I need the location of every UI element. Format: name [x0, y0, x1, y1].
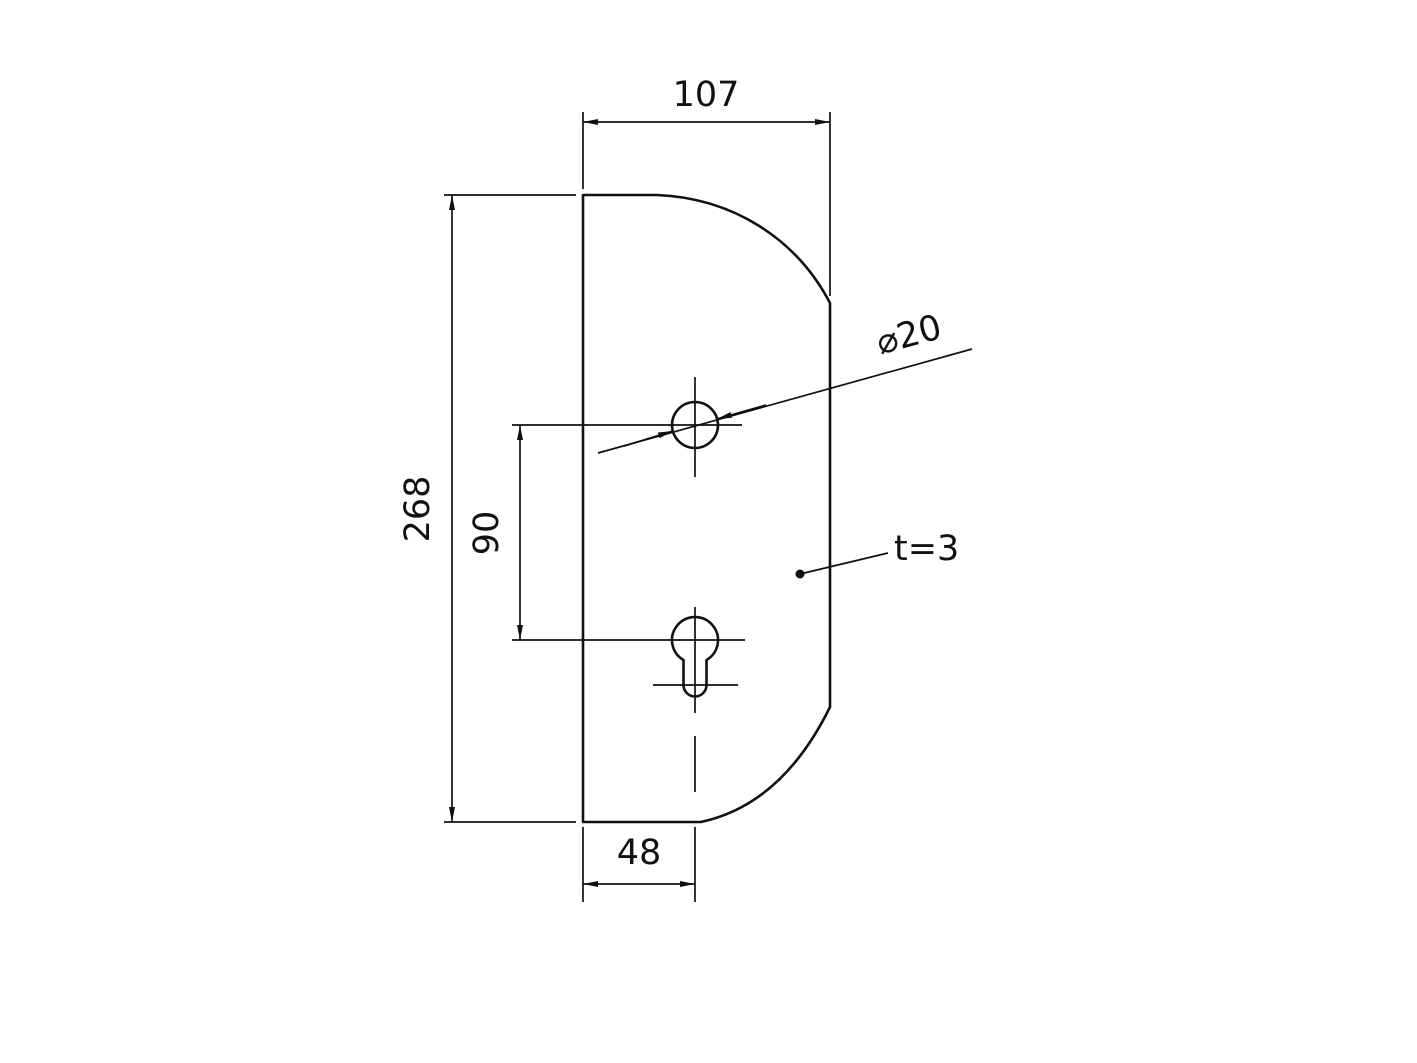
dimension-90: 90 [467, 425, 523, 640]
diameter-callout: ⌀20 [597, 308, 973, 454]
dim-label-thickness: t=3 [894, 529, 959, 569]
dimension-107: 107 [583, 75, 830, 125]
extension-lines [444, 112, 831, 902]
thickness-leader-line [799, 552, 889, 575]
plate-outline [581, 193, 832, 824]
thickness-callout: t=3 [795, 529, 959, 579]
dimension-268: 268 [398, 195, 455, 822]
centerlines [512, 377, 745, 792]
dim-label-hole-spacing: 90 [467, 511, 507, 556]
leader-arrow-upper [716, 404, 767, 420]
dim-label-overall-height: 268 [398, 476, 438, 543]
dimension-48: 48 [583, 833, 695, 887]
dim-label-bottom-offset: 48 [617, 833, 662, 873]
leader-arrow-lower [623, 430, 674, 447]
dim-label-hole-diameter: ⌀20 [872, 308, 946, 364]
dim-label-top-width: 107 [673, 75, 740, 115]
plate-body-path [581, 193, 832, 824]
